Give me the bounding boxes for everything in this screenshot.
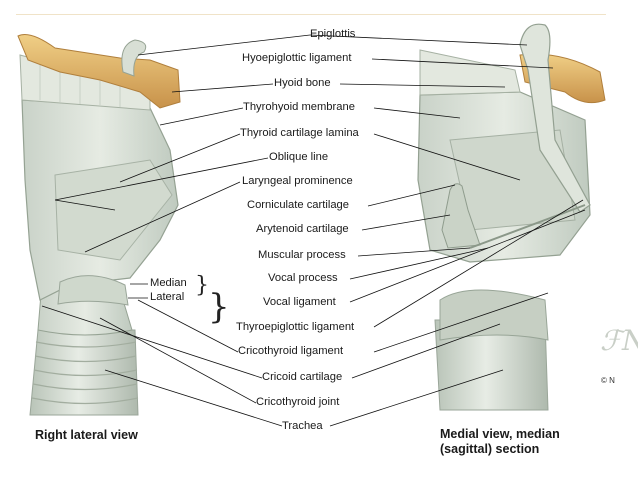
brace-cricothyroid: } [208,287,230,327]
label-thyroepiglottic-ligament: Thyroepiglottic ligament [236,321,355,333]
label-lateral: Lateral [150,291,185,303]
label-median: Median [150,277,187,289]
label-epiglottis: Epiglottis [310,28,356,40]
label-vocal-process: Vocal process [268,272,338,284]
label-cricothyroid-joint: Cricothyroid joint [256,396,340,408]
caption-medial-view-line1: Medial view, median [440,427,560,441]
label-vocal-ligament: Vocal ligament [263,296,336,308]
top-rule [16,14,606,15]
label-trachea: Trachea [282,420,323,432]
label-thyrohyoid-membrane: Thyrohyoid membrane [243,101,355,113]
label-muscular-process: Muscular process [258,249,346,261]
signature-mark: ℱN [600,324,638,357]
label-oblique-line: Oblique line [269,151,329,163]
label-cricothyroid-ligament: Cricothyroid ligament [238,345,344,357]
label-cricoid-cartilage: Cricoid cartilage [262,371,343,383]
copyright-text: © N [601,376,615,385]
leader-lines [41,34,586,427]
label-laryngeal-prominence: Laryngeal prominence [242,175,353,187]
label-hyoepiglottic-ligament: Hyoepiglottic ligament [242,52,352,64]
caption-right-lateral-view: Right lateral view [35,428,138,442]
right-figure-medial-view [417,23,606,411]
brace-median-lateral: } [195,273,209,298]
label-arytenoid-cartilage: Arytenoid cartilage [256,223,349,235]
label-hyoid-bone: Hyoid bone [274,77,331,89]
caption-medial-view-line2: (sagittal) section [440,442,540,456]
label-thyroid-cartilage-lamina: Thyroid cartilage lamina [240,127,359,139]
left-figure-right-lateral-view [17,34,181,416]
label-corniculate-cartilage: Corniculate cartilage [247,199,349,211]
